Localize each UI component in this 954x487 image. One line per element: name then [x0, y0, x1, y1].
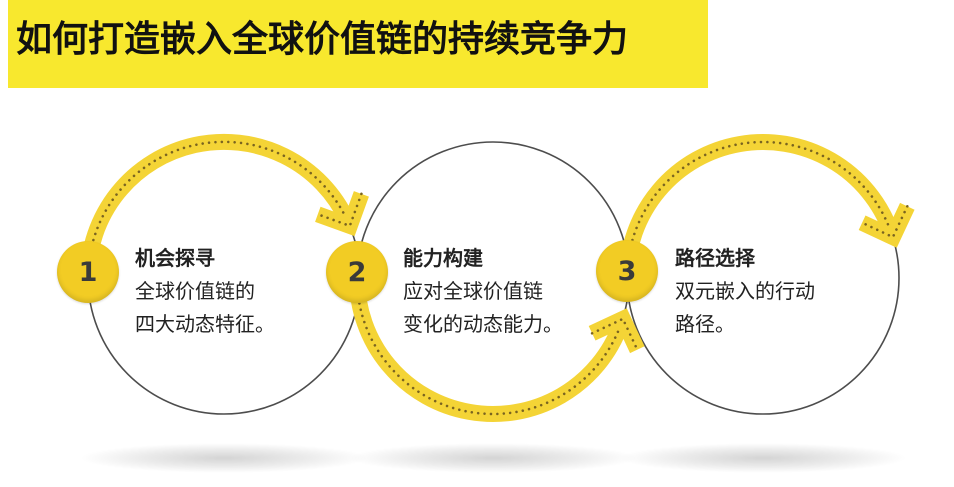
- title-banner: [8, 0, 708, 88]
- arrow-arc-2-dots: [355, 276, 623, 416]
- step-1-line-2: 四大动态特征。: [135, 312, 275, 336]
- arrow-arc-3-dots: [625, 140, 893, 280]
- step-1-line-1: 全球价值链的: [135, 279, 255, 303]
- circle-1-shadow: [79, 443, 369, 473]
- step-2-number: 2: [347, 256, 367, 288]
- page-title: 如何打造嵌入全球价值链的持续竞争力: [16, 19, 629, 60]
- step-2-line-2: 变化的动态能力。: [403, 312, 563, 336]
- step-2-badge: 2: [326, 241, 388, 303]
- step-3-text: 路径选择 双元嵌入的行动 路径。: [675, 242, 815, 341]
- step-3-badge: 3: [596, 240, 658, 302]
- arrowhead-3-dots: [860, 205, 909, 239]
- step-1-badge: 1: [57, 241, 119, 303]
- step-3-heading: 路径选择: [675, 246, 755, 270]
- step-1-heading: 机会探寻: [135, 246, 215, 270]
- arrow-arc-1-dots: [86, 140, 349, 280]
- step-2-line-1: 应对全球价值链: [403, 279, 543, 303]
- step-2-heading: 能力构建: [403, 246, 483, 270]
- arrowhead-2-dots: [590, 317, 639, 352]
- circle-2-shadow: [348, 443, 638, 473]
- step-2-text: 能力构建 应对全球价值链 变化的动态能力。: [403, 242, 563, 341]
- circle-3-shadow: [618, 443, 908, 473]
- step-3-line-1: 双元嵌入的行动: [675, 279, 815, 303]
- step-1-number: 1: [78, 256, 98, 288]
- arrowhead-1-dots: [316, 192, 363, 228]
- step-1-text: 机会探寻 全球价值链的 四大动态特征。: [135, 242, 275, 341]
- step-3-line-2: 路径。: [675, 312, 735, 336]
- step-3-number: 3: [617, 255, 637, 287]
